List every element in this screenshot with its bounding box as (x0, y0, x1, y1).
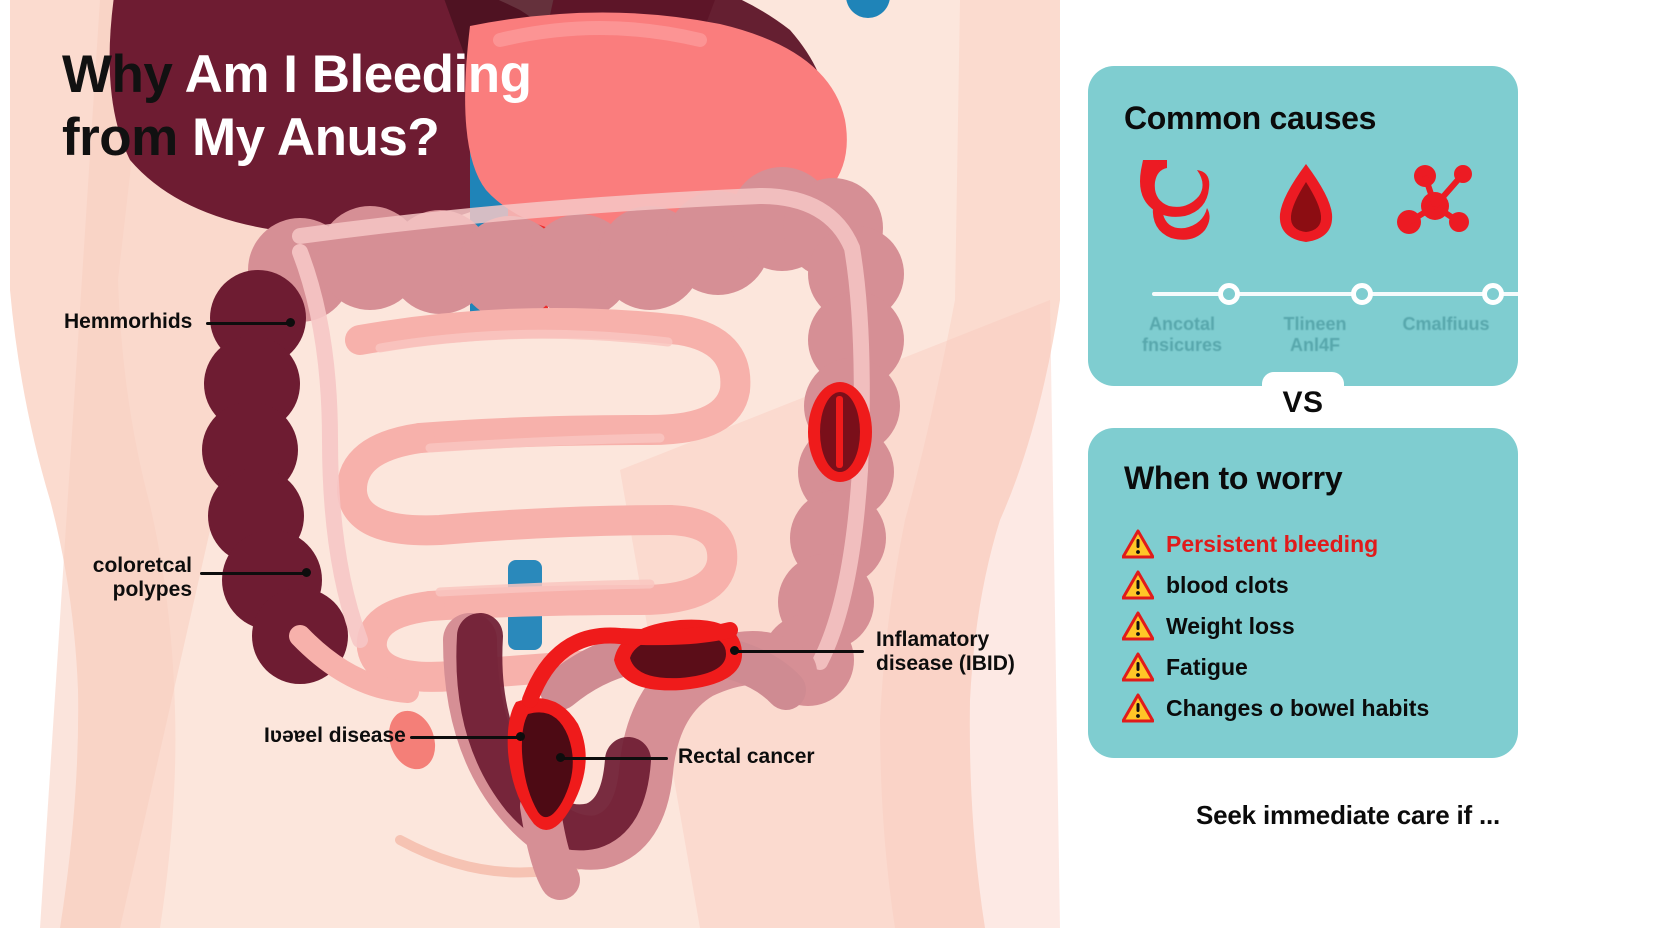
leader-dot-colorectal-polyps (302, 568, 311, 577)
leader-rectal-cancer (562, 757, 668, 760)
lesion-rectal-cancer (507, 698, 586, 830)
worry-item-label: blood clots (1166, 571, 1289, 598)
common-causes-card: Common causes (1088, 66, 1542, 386)
seek-care-note: Seek immediate care if ... (1196, 800, 1501, 830)
label-rectal-cancer: Rectal cancer (678, 745, 815, 768)
worry-item-bowel-habit-changes: Changes o bowel habits (1122, 688, 1502, 728)
lesion-outline (522, 622, 738, 708)
leader-dot-bowel-disease (516, 732, 525, 741)
cause-label-1: Ancotal fnsicures (1141, 314, 1223, 356)
lesion-ascending (808, 382, 872, 482)
vessel-node (846, 0, 890, 18)
leader-hemorrhoids (206, 322, 292, 325)
leader-dot-rectal-cancer (556, 753, 565, 762)
track-node-2[interactable] (1351, 283, 1373, 305)
cause-icon-row (1118, 160, 1488, 250)
polyp-cluster-icon[interactable] (1384, 160, 1494, 246)
anatomy-illustration (10, 0, 1060, 928)
warning-triangle-icon (1122, 652, 1154, 682)
label-inflammatory-disease: Inflamatory disease (IBID) (876, 628, 1015, 676)
leader-inflammatory-disease (736, 650, 864, 653)
track-line (1152, 292, 1542, 296)
when-to-worry-card: When to worry Persistent bleeding (1088, 428, 1518, 758)
worry-item-label: Persistent bleeding (1166, 530, 1379, 557)
worry-item-label: Weight loss (1166, 612, 1295, 639)
worry-item-label: Changes o bowel habits (1166, 694, 1430, 721)
worry-item-fatigue: Fatigue (1122, 647, 1502, 687)
cause-label-3: Cmalfiuus (1402, 314, 1490, 334)
leader-dot-inflammatory-disease (730, 646, 739, 655)
blood-drop-icon[interactable] (1251, 160, 1361, 246)
cause-progress-track (1152, 283, 1542, 305)
cause-label-2: Tlineen Anl4F (1283, 314, 1347, 356)
liver-organ (109, 0, 574, 235)
worry-item-blood-clots: blood clots (1122, 565, 1502, 605)
when-to-worry-title: When to worry (1124, 460, 1343, 496)
stomach-organ-icon[interactable] (1118, 160, 1228, 246)
warning-triangle-icon (1122, 611, 1154, 641)
warning-triangle-icon (1122, 693, 1154, 723)
track-node-1[interactable] (1218, 283, 1240, 305)
tissue-blob (388, 710, 436, 770)
label-colorectal-polyps: coloretcal polypes (92, 554, 192, 602)
leader-bowel-disease (410, 736, 522, 739)
leader-dot-hemorrhoids (286, 318, 295, 327)
common-causes-title: Common causes (1124, 100, 1377, 136)
worry-item-label: Fatigue (1166, 653, 1248, 680)
warning-triangle-icon (1122, 570, 1154, 600)
leader-colorectal-polyps (200, 572, 308, 575)
worry-item-persistent-bleeding: Persistent bleeding (1122, 524, 1502, 564)
worry-item-weight-loss: Weight loss (1122, 606, 1502, 646)
track-node-3[interactable] (1482, 283, 1504, 305)
vs-badge: VS (1262, 372, 1344, 434)
descending-colon (202, 270, 348, 684)
appendix (289, 625, 419, 703)
worry-list: Persistent bleeding blood clots (1122, 524, 1502, 729)
warning-triangle-icon (1122, 529, 1154, 559)
label-hemorrhoids: Hemmorhids (64, 310, 193, 333)
label-bowel-disease: Iʋəɐel disease (264, 724, 406, 747)
